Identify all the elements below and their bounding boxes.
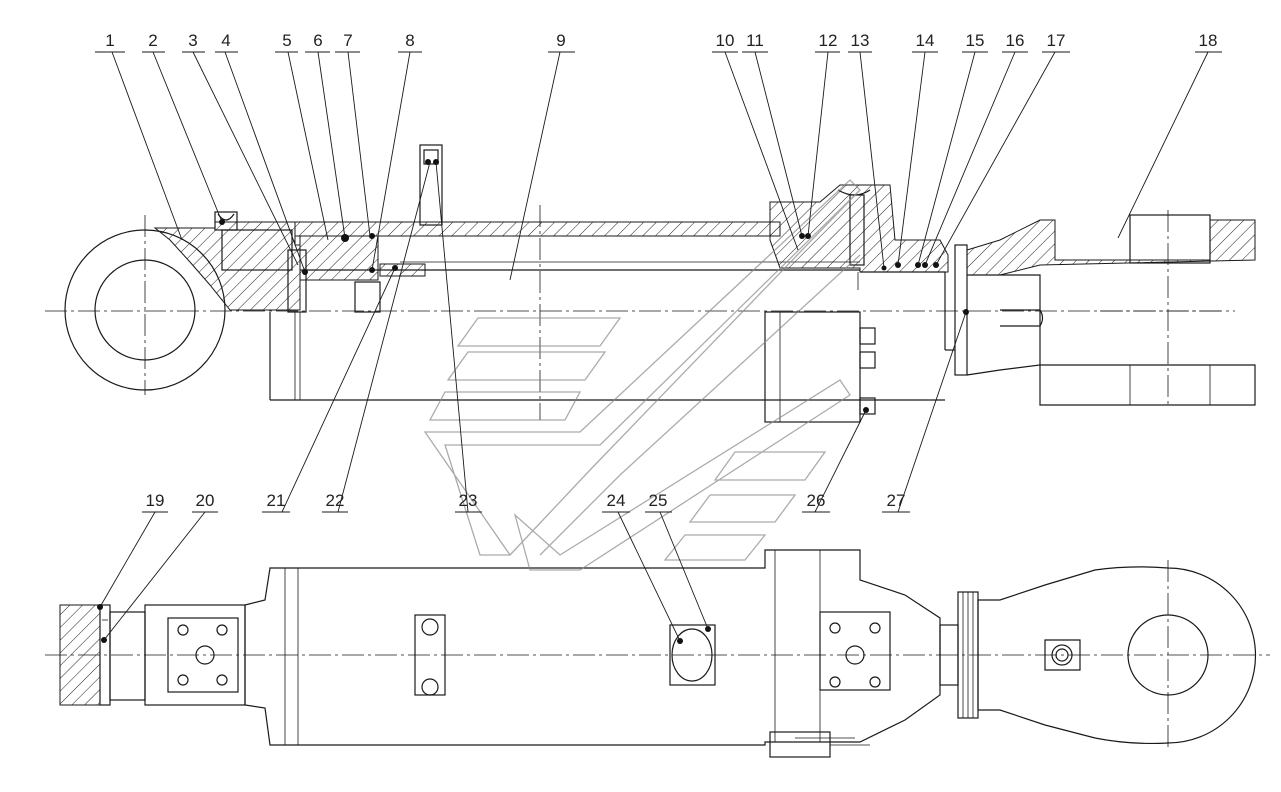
callout-26: 26 bbox=[807, 491, 826, 510]
callout-27: 27 bbox=[887, 491, 906, 510]
callout-4: 4 bbox=[221, 31, 230, 50]
callout-21: 21 bbox=[267, 491, 286, 510]
callout-7: 7 bbox=[343, 31, 352, 50]
rear-trunnion bbox=[59, 604, 246, 706]
callout-6: 6 bbox=[313, 31, 322, 50]
gland-head bbox=[769, 184, 949, 290]
callout-8: 8 bbox=[405, 31, 414, 50]
callout-9: 9 bbox=[556, 31, 565, 50]
callout-17: 17 bbox=[1047, 31, 1066, 50]
oil-port bbox=[419, 144, 443, 226]
leader-lines bbox=[95, 51, 1222, 642]
exterior-seal-markers bbox=[97, 604, 711, 644]
rod-eye-exterior bbox=[939, 566, 1257, 745]
cylinder-barrel bbox=[269, 221, 945, 401]
callout-15: 15 bbox=[966, 31, 985, 50]
callout-14: 14 bbox=[916, 31, 935, 50]
callout-23: 23 bbox=[459, 491, 478, 510]
callout-3: 3 bbox=[188, 31, 197, 50]
barrel-exterior bbox=[244, 549, 941, 758]
exterior-view bbox=[45, 549, 1270, 758]
callout-24: 24 bbox=[607, 491, 626, 510]
callout-labels: 1 2 3 4 5 6 7 8 9 10 11 12 13 14 15 16 1… bbox=[105, 31, 1217, 510]
mounting-bracket bbox=[764, 311, 876, 423]
callout-22: 22 bbox=[326, 491, 345, 510]
piston bbox=[287, 235, 426, 313]
callout-20: 20 bbox=[196, 491, 215, 510]
rear-eye-end bbox=[64, 211, 301, 391]
callout-10: 10 bbox=[716, 31, 735, 50]
callout-5: 5 bbox=[282, 31, 291, 50]
callout-19: 19 bbox=[146, 491, 165, 510]
callout-16: 16 bbox=[1006, 31, 1025, 50]
section-view bbox=[45, 144, 1256, 423]
callout-13: 13 bbox=[851, 31, 870, 50]
callout-25: 25 bbox=[649, 491, 668, 510]
piston-rod bbox=[860, 214, 1256, 406]
callout-1: 1 bbox=[105, 31, 114, 50]
watermark-logo bbox=[423, 179, 861, 571]
callout-12: 12 bbox=[819, 31, 838, 50]
callout-18: 18 bbox=[1199, 31, 1218, 50]
callout-11: 11 bbox=[746, 31, 764, 50]
callout-2: 2 bbox=[148, 31, 157, 50]
